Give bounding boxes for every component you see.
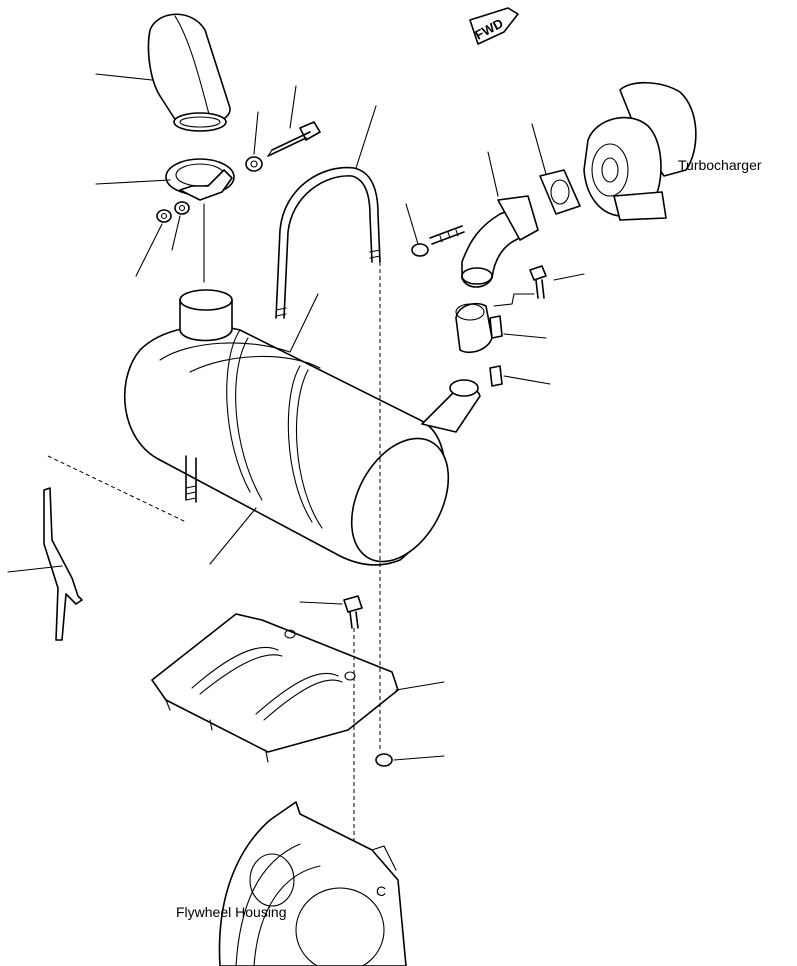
washer bbox=[174, 201, 190, 215]
support-plate bbox=[151, 613, 399, 763]
fwd-arrow: FWD bbox=[469, 7, 519, 45]
support-bracket bbox=[43, 487, 83, 641]
gasket bbox=[539, 169, 581, 215]
leader-line bbox=[553, 273, 585, 281]
leader-line bbox=[503, 333, 547, 339]
stud bbox=[429, 225, 465, 245]
leader-line bbox=[95, 179, 171, 185]
leader-line bbox=[95, 73, 153, 81]
rain-cap bbox=[147, 13, 231, 132]
leader-line bbox=[135, 223, 163, 277]
leader-line bbox=[493, 293, 535, 307]
turbocharger bbox=[583, 81, 697, 221]
leader-line bbox=[487, 151, 499, 197]
leader-line bbox=[405, 203, 419, 245]
leader-line bbox=[289, 85, 297, 129]
lock-washer bbox=[245, 156, 263, 172]
leader-line bbox=[171, 215, 181, 251]
clamp-bracket bbox=[489, 315, 503, 387]
turbocharger-label: Turbocharger bbox=[678, 157, 762, 173]
leader-line bbox=[355, 105, 377, 169]
leader-line bbox=[253, 111, 259, 155]
leader-line bbox=[299, 601, 343, 605]
alignment-line bbox=[47, 455, 187, 523]
exhaust-elbow bbox=[461, 195, 539, 288]
u-bolt bbox=[275, 166, 381, 319]
leader-line bbox=[503, 375, 551, 385]
view-letter-label: C bbox=[376, 883, 386, 899]
bolt bbox=[267, 121, 321, 157]
leader-line bbox=[209, 507, 257, 565]
strap-bolt bbox=[185, 455, 197, 503]
clamp-sleeve bbox=[455, 302, 493, 354]
clamp-bolt bbox=[529, 265, 547, 299]
leader-line bbox=[393, 755, 445, 761]
leader-line bbox=[531, 123, 547, 175]
flywheel-housing-label: Flywheel Housing bbox=[176, 904, 287, 920]
flywheel-housing bbox=[218, 801, 407, 966]
leader-line bbox=[7, 565, 63, 573]
muffler bbox=[123, 289, 481, 566]
leader-line bbox=[395, 681, 445, 691]
clamp-ring bbox=[165, 158, 235, 201]
mount-bolt bbox=[343, 595, 363, 629]
nut bbox=[156, 209, 172, 223]
stud-nut bbox=[411, 243, 429, 257]
leader-line bbox=[289, 293, 319, 353]
flange-nut bbox=[375, 753, 393, 767]
